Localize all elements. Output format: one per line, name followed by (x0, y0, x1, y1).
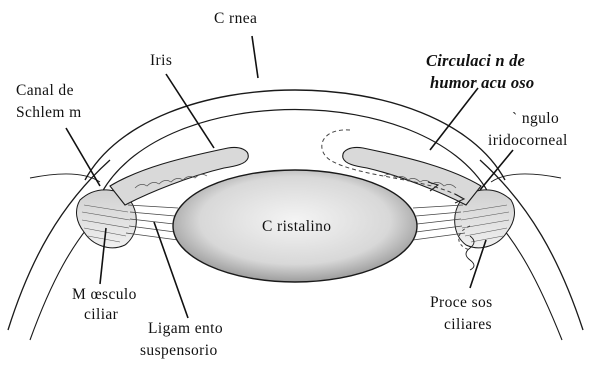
sclera-outer-left (8, 160, 110, 330)
label-muscle-line1: M œsculo (72, 286, 137, 304)
label-ligament-line1: Ligam ento (148, 320, 223, 338)
leader-cornea (252, 36, 258, 78)
label-canal-line2: Schlem m (16, 104, 82, 122)
label-ligament-line2: suspensorio (140, 342, 218, 360)
leader-canal (66, 128, 100, 186)
label-circulation-line1: Circulaci n de (426, 52, 525, 70)
label-muscle-line2: ciliar (84, 306, 118, 324)
label-cornea: C rnea (214, 10, 257, 28)
label-lens: C ristalino (262, 218, 331, 236)
label-angle-line1: ` ngulo (512, 110, 559, 128)
label-canal-line1: Canal de (16, 82, 74, 100)
leader-angle (480, 150, 513, 190)
label-processes-line2: ciliares (444, 316, 492, 334)
label-processes-line1: Proce sos (430, 294, 493, 312)
label-iris: Iris (150, 52, 172, 70)
sclera-outer-right (480, 160, 583, 330)
label-circulation-line2: humor acu oso (430, 74, 534, 92)
label-angle-line2: iridocorneal (488, 132, 568, 150)
